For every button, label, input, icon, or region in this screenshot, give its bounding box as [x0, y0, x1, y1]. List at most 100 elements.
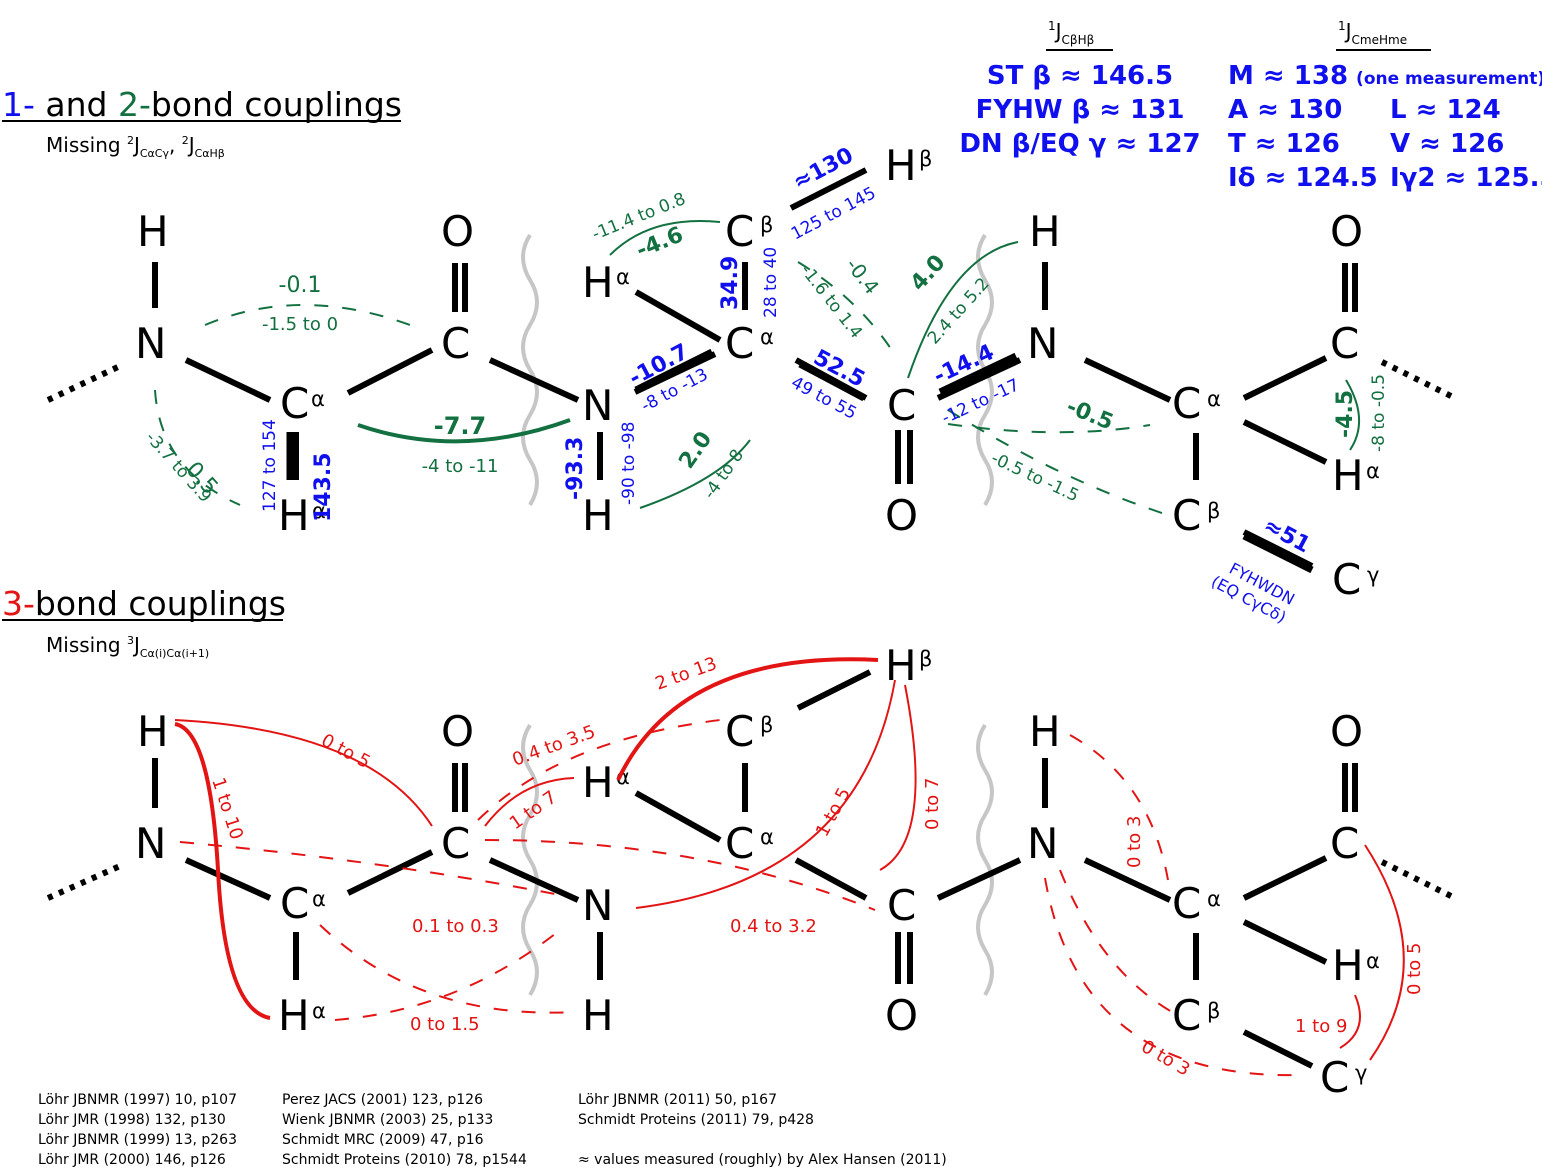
svg-text:C: C	[441, 819, 470, 868]
atom-n-3: N	[1027, 319, 1058, 368]
coupling-range: 1 to 7	[506, 787, 561, 834]
svg-text:Wienk JBNMR (2003) 25, p133: Wienk JBNMR (2003) 25, p133	[282, 1112, 493, 1128]
coupling-range: 0 to 3	[1138, 1036, 1194, 1080]
section1-missing: Missing 2JCαCγ, 2JCαHβ	[46, 133, 225, 160]
svg-text:Löhr JMR (1998) 132, p130: Löhr JMR (1998) 132, p130	[38, 1112, 226, 1128]
bond-c2-n2	[936, 357, 1022, 401]
section1-title-one: 1-	[2, 85, 35, 124]
bond-cb-hb	[789, 167, 868, 211]
coupling-arc	[1044, 877, 1301, 1077]
coupling-arc	[1345, 379, 1361, 451]
svg-text:H: H	[278, 991, 310, 1040]
coupling-arc	[174, 722, 271, 1020]
molecule-2: H N C α H α O C N H H α C β C α H β C O …	[46, 641, 1457, 1102]
table-right-row-3b: V ≈ 126	[1390, 129, 1504, 159]
coupling-value: 4.0	[906, 250, 951, 296]
coupling-range: 0.1 to 0.3	[412, 916, 499, 937]
coupling-range: 0.4 to 3.2	[730, 916, 817, 937]
atom-c: C	[441, 319, 470, 368]
atom-ca: C	[280, 379, 309, 428]
svg-text:α: α	[1207, 887, 1221, 911]
svg-text:α: α	[616, 765, 630, 789]
svg-text:Schmidt Proteins (2011) 79, p4: Schmidt Proteins (2011) 79, p428	[578, 1112, 814, 1128]
svg-text:Löhr JBNMR (1997) 10, p107: Löhr JBNMR (1997) 10, p107	[38, 1092, 237, 1108]
atom-ha: H	[278, 491, 310, 540]
svg-text:O: O	[1330, 707, 1363, 756]
coupling-arc	[635, 679, 896, 909]
wavy-separator	[976, 723, 994, 997]
svg-text:α: α	[760, 325, 774, 349]
one-bond-table: 1JCβHβ 1JCmeHme ST β ≈ 146.5 FYHW β ≈ 13…	[959, 19, 1542, 193]
svg-text:C: C	[725, 707, 754, 756]
coupling-value: -0.5	[1063, 394, 1117, 435]
table-right-row-2b: L ≈ 124	[1390, 95, 1501, 125]
coupling-value: -7.7	[434, 412, 486, 440]
bond-cb3-cg3	[1242, 529, 1314, 569]
svg-text:C: C	[1172, 991, 1201, 1040]
svg-text:H: H	[1029, 707, 1061, 756]
coupling-arc	[484, 839, 876, 911]
coupling-arc	[174, 719, 433, 827]
svg-text:N: N	[582, 881, 613, 930]
svg-text:H: H	[137, 707, 169, 756]
atom-cg-3: C	[1332, 555, 1361, 604]
coupling-range: 127 to 154	[260, 419, 280, 512]
coupling-arc	[879, 684, 917, 871]
svg-text:α: α	[312, 887, 326, 911]
coupling-range: -90 to -98	[619, 422, 639, 505]
coupling-range: -4 to -11	[422, 456, 499, 477]
atom-n-2: N	[582, 381, 613, 430]
table-left-row-1: ST β ≈ 146.5	[987, 61, 1173, 91]
svg-text:Perez JACS (2001) 123, p126: Perez JACS (2001) 123, p126	[282, 1092, 483, 1108]
svg-text:β: β	[760, 713, 773, 737]
atom-hb: H	[885, 141, 917, 190]
coupling-range: -0.5 to -1.5	[988, 448, 1082, 506]
svg-text:H: H	[582, 758, 614, 807]
coupling-arc	[477, 719, 721, 821]
atom-h-3: H	[1029, 207, 1061, 256]
atom-cb: C	[725, 207, 754, 256]
atom-h: H	[137, 207, 169, 256]
svg-text:N: N	[1027, 819, 1058, 868]
atom-h-2: H	[582, 491, 614, 540]
svg-text:β: β	[1207, 999, 1220, 1023]
svg-text:C: C	[1172, 879, 1201, 928]
table-header-left: 1JCβHβ	[1048, 19, 1094, 47]
svg-text:Schmidt MRC (2009) 47, p16: Schmidt MRC (2009) 47, p16	[282, 1132, 484, 1148]
coupling-arc	[1364, 844, 1405, 1061]
svg-text:Schmidt Proteins (2010) 78, p1: Schmidt Proteins (2010) 78, p1544	[282, 1152, 527, 1168]
svg-text:α: α	[312, 499, 326, 523]
wavy-separator	[521, 723, 539, 997]
svg-text:Löhr JBNMR (2011) 50, p167: Löhr JBNMR (2011) 50, p167	[578, 1092, 777, 1108]
section1-header: 1- and 2-bond couplings Missing 2JCαCγ, …	[2, 85, 402, 160]
table-right-row-2a: A ≈ 130	[1228, 95, 1342, 125]
svg-text:γ: γ	[1355, 1061, 1367, 1085]
coupling-range: 0 to 5	[318, 730, 374, 773]
svg-text:C: C	[280, 879, 309, 928]
svg-text:α: α	[760, 825, 774, 849]
section1-title-rest: bond couplings	[151, 85, 402, 124]
coupling-range: 0 to 7	[922, 778, 943, 830]
coupling-range: -8 to -0.5	[1369, 374, 1389, 452]
svg-text:C: C	[1320, 1053, 1349, 1102]
svg-text:Löhr JMR (2000) 146, p126: Löhr JMR (2000) 146, p126	[38, 1152, 226, 1168]
table-right-row-3a: T ≈ 126	[1228, 129, 1340, 159]
coupling-arc	[484, 777, 575, 827]
coupling-range: 1 to 9	[1295, 1016, 1347, 1037]
bond-n2-ca3	[1083, 357, 1172, 403]
coupling-range: 0 to 1.5	[410, 1014, 480, 1035]
svg-text:α: α	[1366, 949, 1380, 973]
coupling-arc	[947, 409, 1169, 516]
coupling-value: 34.9	[718, 256, 743, 310]
table-left-row-2: FYHW β ≈ 131	[976, 95, 1185, 125]
coupling-arc	[1069, 734, 1169, 881]
molecule-1: H N C α H α O C N H H α C β C α H β C O …	[46, 141, 1457, 627]
svg-text:H: H	[1332, 941, 1364, 990]
svg-text:β: β	[760, 213, 773, 237]
coupling-value: -4.5	[1333, 390, 1358, 438]
section1-title-and: and	[35, 85, 118, 124]
svg-text:γ: γ	[1367, 563, 1379, 587]
coupling-range: 0 to 5	[1404, 943, 1425, 995]
svg-text:β: β	[919, 647, 932, 671]
